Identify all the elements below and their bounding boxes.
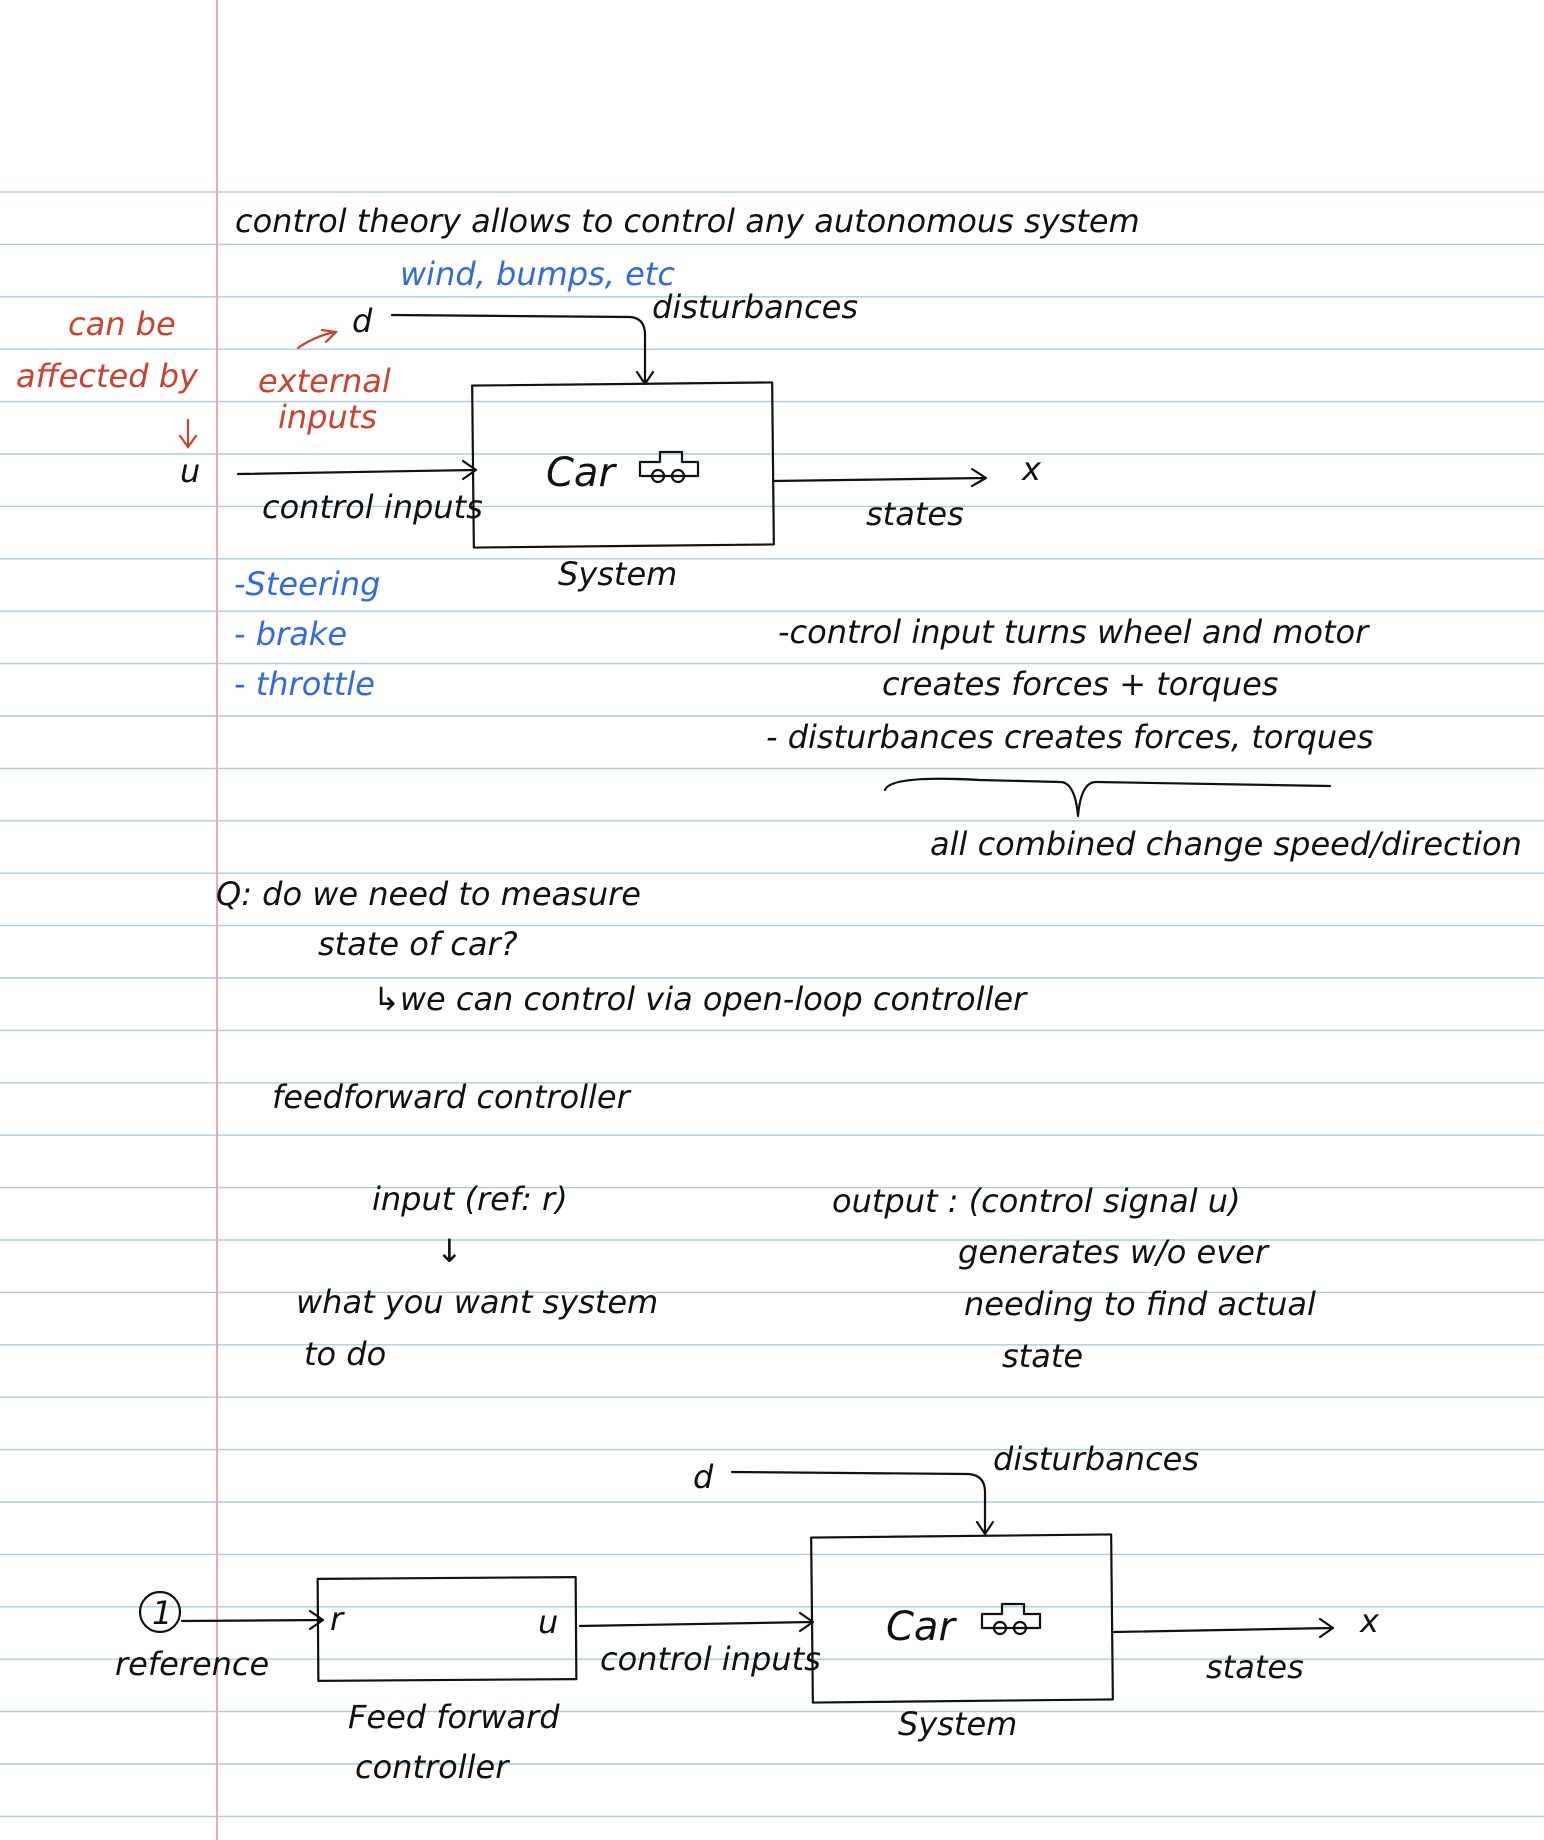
question-answer: ↳we can control via open-loop controller xyxy=(373,980,1028,1018)
reference-label: reference xyxy=(115,1645,269,1683)
disturbances-label: disturbances xyxy=(652,288,858,326)
system-box xyxy=(471,381,775,549)
question-line-2: state of car? xyxy=(318,925,518,963)
input-list-throttle: - throttle xyxy=(234,665,375,703)
controller-label-2: controller xyxy=(355,1748,510,1786)
diagram-feedforward-system: d disturbances 1 reference r u Feed forw… xyxy=(115,1440,1380,1786)
system-box-label: Car xyxy=(546,450,617,496)
question-line-1: Q: do we need to measure xyxy=(216,875,641,913)
system-box-2 xyxy=(810,1533,1114,1704)
diagram-open-loop-system: wind, bumps, etc d disturbances can be a… xyxy=(16,255,1042,703)
disturbance-symbol-d: d xyxy=(352,302,373,340)
disturbances-label-2: disturbances xyxy=(993,1440,1199,1478)
car-icon xyxy=(980,1602,1042,1636)
system-label-2: System xyxy=(898,1705,1017,1743)
ff-output-desc-1: generates w/o ever xyxy=(958,1233,1270,1271)
controller-label-1: Feed forward xyxy=(348,1698,560,1736)
effects-line-3: - disturbances creates forces, torques xyxy=(766,718,1374,756)
red-arrow-to-u xyxy=(178,418,198,449)
state-output-arrow xyxy=(771,467,988,488)
reference-marker-number: 1 xyxy=(152,1594,172,1632)
effects-line-1: -control input turns wheel and motor xyxy=(778,613,1370,651)
feedforward-title: feedforward controller xyxy=(272,1078,632,1116)
red-note-can-be: can be xyxy=(68,305,176,343)
states-label-2: states xyxy=(1206,1648,1304,1686)
heading-text: control theory allows to control any aut… xyxy=(235,202,1140,240)
input-list-brake: - brake xyxy=(234,615,347,653)
car-icon xyxy=(638,450,700,484)
system-label: System xyxy=(558,555,677,593)
red-note-external: external xyxy=(258,362,391,400)
red-note-inputs: inputs xyxy=(278,398,377,436)
reference-marker-circle xyxy=(138,1590,182,1634)
effects-brace xyxy=(883,777,1332,818)
ff-input: input (ref: r) xyxy=(372,1180,568,1218)
control-input-arrow xyxy=(236,459,478,481)
disturbance-arrowhead-2 xyxy=(975,1520,995,1536)
red-arrow-to-d xyxy=(296,328,339,350)
disturbance-arrow-2 xyxy=(730,1470,987,1534)
ff-input-desc-2: to do xyxy=(304,1335,386,1373)
effects-line-2: creates forces + torques xyxy=(882,665,1278,703)
disturbance-arrow xyxy=(390,313,647,384)
control-inputs-label: control inputs xyxy=(262,488,483,526)
ff-output-desc-3: state xyxy=(1002,1337,1083,1375)
ff-input-desc-1: what you want system xyxy=(296,1283,658,1321)
disturbance-symbol-d-2: d xyxy=(693,1458,714,1496)
state-output-arrow-2 xyxy=(1112,1617,1335,1639)
ruled-lines xyxy=(0,191,1544,1818)
reference-arrow xyxy=(180,1609,325,1631)
control-input-arrow-2 xyxy=(578,1611,815,1633)
ff-input-arrow: ↓ xyxy=(436,1232,463,1270)
state-symbol-x: x xyxy=(1021,450,1042,488)
effects-line-4: all combined change speed/direction xyxy=(930,825,1522,863)
disturbance-examples: wind, bumps, etc xyxy=(400,255,675,293)
system-box-label-2: Car xyxy=(886,1604,957,1650)
control-inputs-label-2: control inputs xyxy=(600,1640,821,1678)
red-note-affected-by: affected by xyxy=(16,357,199,395)
ff-output-desc-2: needing to find actual xyxy=(964,1285,1316,1323)
feedforward-controller-box xyxy=(316,1576,578,1682)
controller-input-r: r xyxy=(330,1600,345,1638)
ff-output: output : (control signal u) xyxy=(832,1182,1241,1220)
state-symbol-x-2: x xyxy=(1359,1602,1380,1640)
states-label: states xyxy=(866,495,964,533)
input-list-steering: -Steering xyxy=(234,565,380,603)
controller-output-u: u xyxy=(538,1603,558,1641)
control-symbol-u: u xyxy=(180,452,200,490)
